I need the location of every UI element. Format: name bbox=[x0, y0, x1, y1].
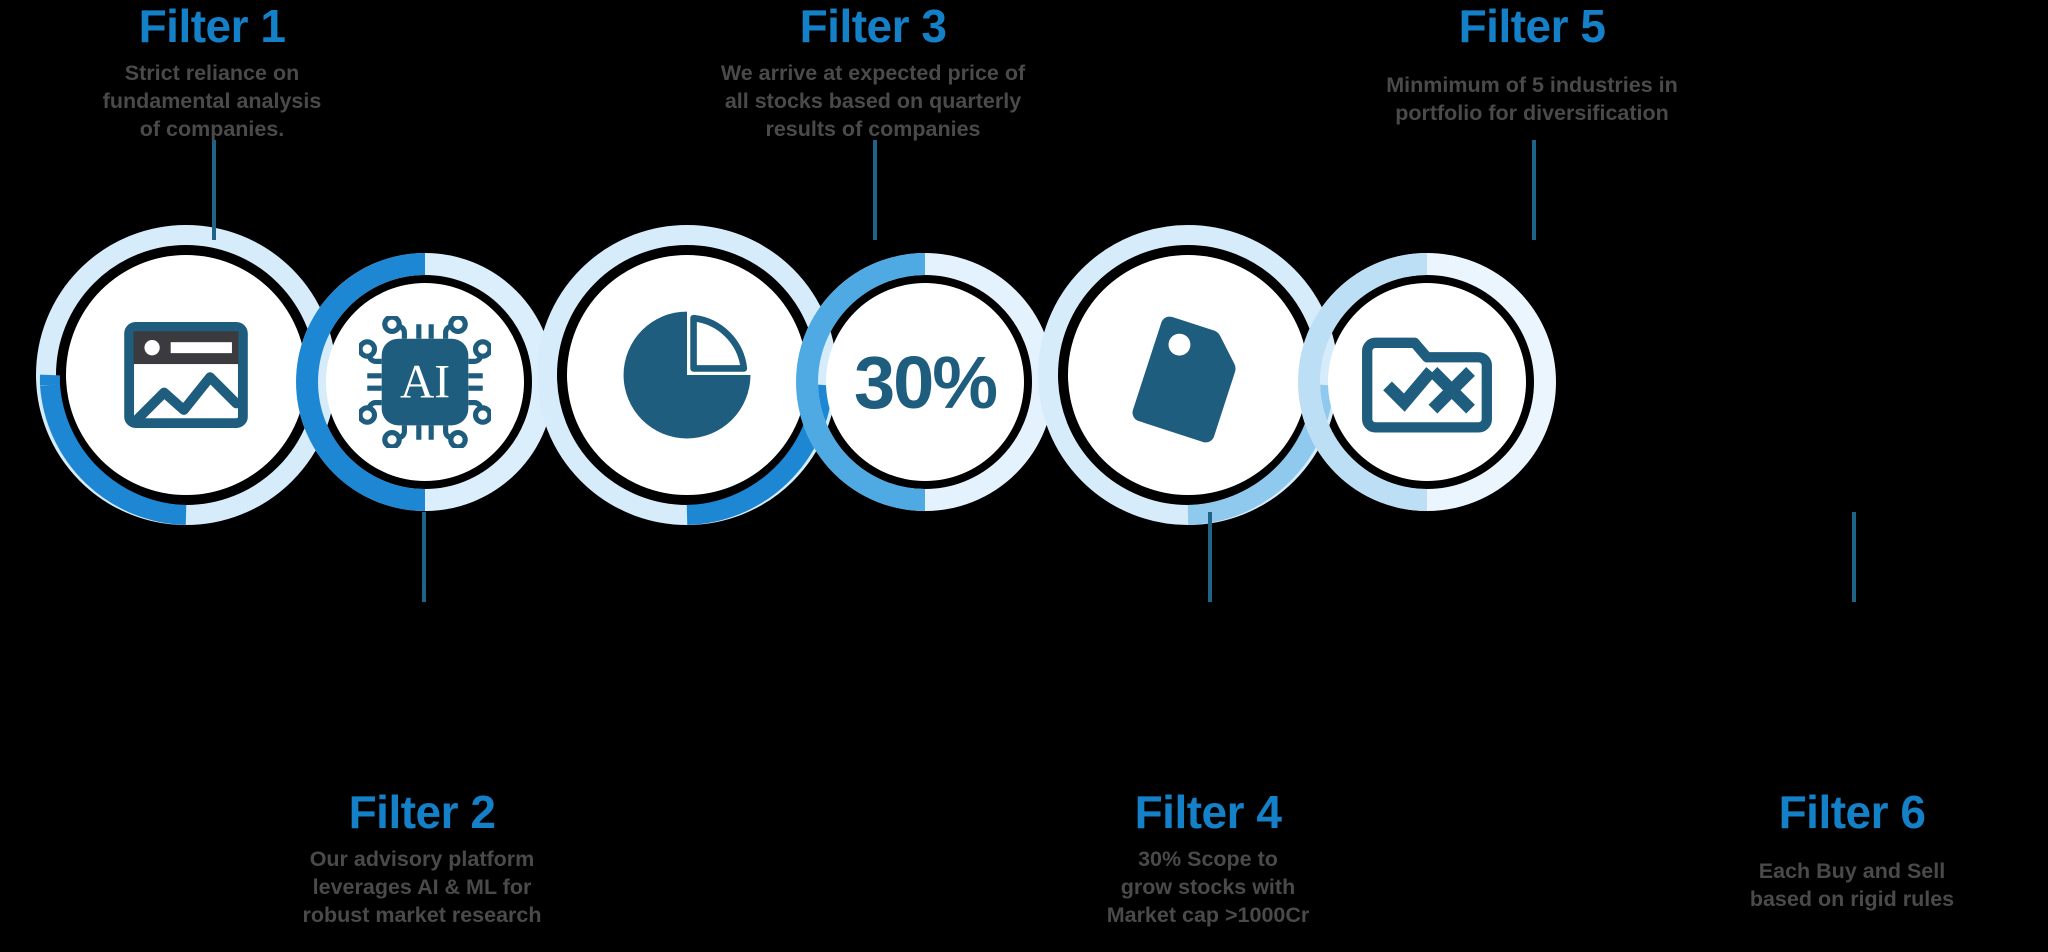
filter-ring-2-inner: AI bbox=[326, 283, 524, 481]
filter-ring-5-inner bbox=[1068, 255, 1308, 495]
report-window-chart-icon bbox=[116, 305, 256, 445]
ring-5-graphic bbox=[1038, 225, 1338, 525]
filter-1-desc-line-2: fundamental analysis bbox=[102, 89, 322, 114]
filter-ring-6[interactable] bbox=[1298, 253, 1556, 511]
percent-30-label: 30% bbox=[853, 340, 998, 424]
filter-2-desc-line-3: robust market research bbox=[302, 903, 542, 928]
filter-3-title: Filter 3 bbox=[799, 0, 947, 52]
filter-4-description: 30% Scope to grow stocks with Market cap… bbox=[1018, 846, 1398, 930]
filter-ring-4-inner: 30% bbox=[826, 283, 1024, 481]
filter-5-description: Minmimum of 5 industries in portfolio fo… bbox=[1312, 72, 1752, 128]
filter-6-desc-line-2: based on rigid rules bbox=[1749, 887, 1955, 912]
filter-3-desc-line-2: all stocks based on quarterly bbox=[724, 89, 1022, 114]
filter-4-text-block: Filter 4 30% Scope to grow stocks with M… bbox=[1018, 788, 1398, 930]
ring-1-graphic bbox=[36, 225, 336, 525]
ring-4-graphic bbox=[796, 253, 1054, 511]
price-tag-icon bbox=[1118, 305, 1258, 445]
connector-line-6 bbox=[1852, 512, 1856, 602]
pie-chart-icon bbox=[617, 305, 757, 445]
filter-6-title: Filter 6 bbox=[1778, 786, 1926, 838]
filter-ring-5[interactable] bbox=[1038, 225, 1338, 525]
ring-2-graphic bbox=[296, 253, 554, 511]
filter-6-text-block: Filter 6 Each Buy and Sell based on rigi… bbox=[1662, 788, 2042, 914]
filter-2-desc-line-1: Our advisory platform bbox=[309, 847, 535, 872]
connector-line-5 bbox=[1532, 140, 1536, 240]
filter-4-desc-line-2: grow stocks with bbox=[1120, 875, 1296, 900]
filter-3-desc-line-3: results of companies bbox=[765, 117, 981, 142]
filter-3-description: We arrive at expected price of all stock… bbox=[653, 60, 1093, 144]
filter-5-desc-line-1: Minmimum of 5 industries in bbox=[1386, 73, 1678, 98]
filter-2-title: Filter 2 bbox=[348, 786, 496, 838]
folder-check-cross-icon bbox=[1361, 316, 1493, 448]
filter-1-desc-line-3: of companies. bbox=[139, 117, 285, 142]
filter-5-title: Filter 5 bbox=[1458, 0, 1606, 52]
filter-ring-6-inner bbox=[1328, 283, 1526, 481]
filter-3-text-block: Filter 3 We arrive at expected price of … bbox=[653, 2, 1093, 144]
filter-1-title: Filter 1 bbox=[138, 0, 286, 52]
filter-4-desc-line-3: Market cap >1000Cr bbox=[1106, 903, 1310, 928]
filter-5-desc-line-2: portfolio for diversification bbox=[1395, 101, 1669, 126]
filter-2-text-block: Filter 2 Our advisory platform leverages… bbox=[232, 788, 612, 930]
filter-ring-3[interactable] bbox=[537, 225, 837, 525]
filter-ring-1-inner bbox=[66, 255, 306, 495]
filter-6-description: Each Buy and Sell based on rigid rules bbox=[1662, 858, 2042, 914]
filter-1-description: Strict reliance on fundamental analysis … bbox=[22, 60, 402, 144]
ai-chip-icon: AI bbox=[359, 316, 491, 448]
filter-2-description: Our advisory platform leverages AI & ML … bbox=[232, 846, 612, 930]
filter-ring-3-inner bbox=[567, 255, 807, 495]
filter-4-title: Filter 4 bbox=[1134, 786, 1282, 838]
filter-ring-2[interactable]: AI bbox=[296, 253, 554, 511]
filter-1-text-block: Filter 1 Strict reliance on fundamental … bbox=[22, 2, 402, 144]
filter-5-text-block: Filter 5 Minmimum of 5 industries in por… bbox=[1312, 2, 1752, 128]
connector-line-2 bbox=[422, 512, 426, 602]
filter-2-desc-line-2: leverages AI & ML for bbox=[312, 875, 532, 900]
filter-4-desc-line-1: 30% Scope to bbox=[1138, 847, 1278, 872]
connector-line-4 bbox=[1208, 512, 1212, 602]
connector-line-1 bbox=[212, 140, 216, 240]
filter-ring-4[interactable]: 30% bbox=[796, 253, 1054, 511]
filter-6-desc-line-1: Each Buy and Sell bbox=[1758, 859, 1946, 884]
filter-ring-1[interactable] bbox=[36, 225, 336, 525]
filter-3-desc-line-1: We arrive at expected price of bbox=[720, 61, 1026, 86]
filter-1-desc-line-1: Strict reliance on bbox=[124, 61, 300, 86]
connector-line-3 bbox=[873, 140, 877, 240]
ring-3-graphic bbox=[537, 225, 837, 525]
svg-text:AI: AI bbox=[400, 356, 450, 408]
ring-6-graphic bbox=[1298, 253, 1556, 511]
